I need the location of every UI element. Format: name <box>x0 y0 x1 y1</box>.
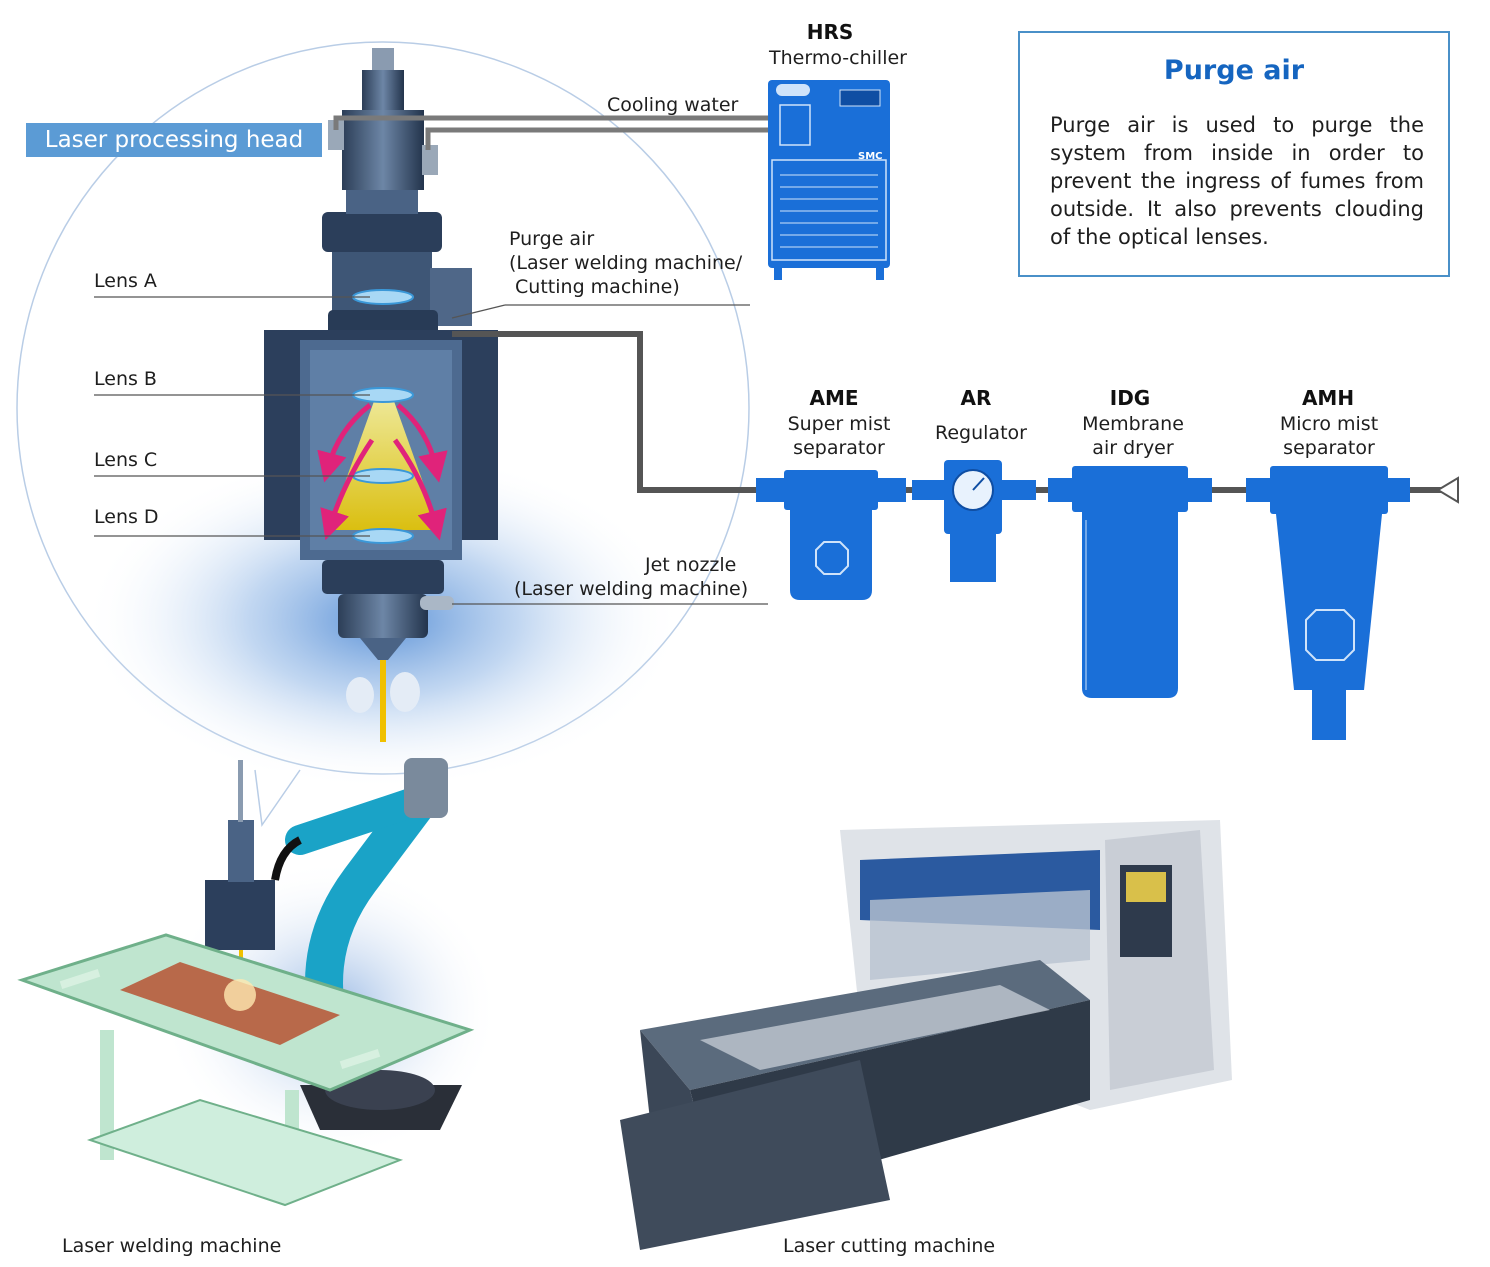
info-title: Purge air <box>1163 55 1305 86</box>
chiller-code: HRS <box>806 20 854 44</box>
ar-line1: Regulator <box>935 422 1027 444</box>
ame-code: AME <box>809 386 859 410</box>
idg-line2: air dryer <box>1092 437 1174 459</box>
air-inlet-symbol <box>1436 476 1459 504</box>
purge-air-label-3: Cutting machine) <box>509 276 680 298</box>
lens-c-label: Lens C <box>94 449 158 471</box>
amh-line2: separator <box>1283 437 1375 459</box>
purge-air-arrows <box>317 403 448 541</box>
lens-d-label: Lens D <box>94 506 159 528</box>
purge-air-line <box>452 331 1450 493</box>
ame-line1: Super mist <box>787 413 891 435</box>
idg-line1: Membrane <box>1082 413 1184 435</box>
lens-a-label: Lens A <box>94 270 157 292</box>
chiller-name: Thermo-chiller <box>769 47 907 69</box>
lenses <box>352 289 414 544</box>
amh-code: AMH <box>1301 386 1355 410</box>
chiller-brand: SMC <box>858 151 883 162</box>
jet-nozzle-label-2: (Laser welding machine) <box>514 578 749 600</box>
purge-air-label-2: (Laser welding machine/ <box>509 252 743 274</box>
ame-super-mist-separator <box>756 470 906 600</box>
idg-code: IDG <box>1109 386 1151 410</box>
cooling-water-label: Cooling water <box>607 94 739 116</box>
lens-b-label: Lens B <box>94 368 157 390</box>
info-body: Purge air is used to purge the system fr… <box>1050 113 1424 249</box>
purge-air-info-box: Purge air Purge air is used to purge the… <box>1018 31 1450 277</box>
ar-code: AR <box>960 386 992 410</box>
welding-machine-caption: Laser welding machine <box>62 1235 282 1257</box>
amh-micro-mist-separator <box>1246 466 1410 740</box>
laser-welding-machine <box>17 758 500 1207</box>
ame-line2: separator <box>793 437 885 459</box>
laser-processing-head-tag: Laser processing head <box>26 123 322 157</box>
amh-line1: Micro mist <box>1279 413 1379 435</box>
purge-air-label-1: Purge air <box>509 228 595 250</box>
leader-lines <box>94 296 768 605</box>
laser-cutting-machine <box>620 820 1232 1250</box>
cooling-water-pipes <box>333 115 770 150</box>
thermo-chiller <box>768 80 890 280</box>
idg-membrane-air-dryer <box>1048 466 1212 698</box>
cutting-machine-caption: Laser cutting machine <box>783 1235 996 1257</box>
jet-nozzle-label-1: Jet nozzle <box>645 554 737 576</box>
ar-regulator <box>912 460 1036 582</box>
